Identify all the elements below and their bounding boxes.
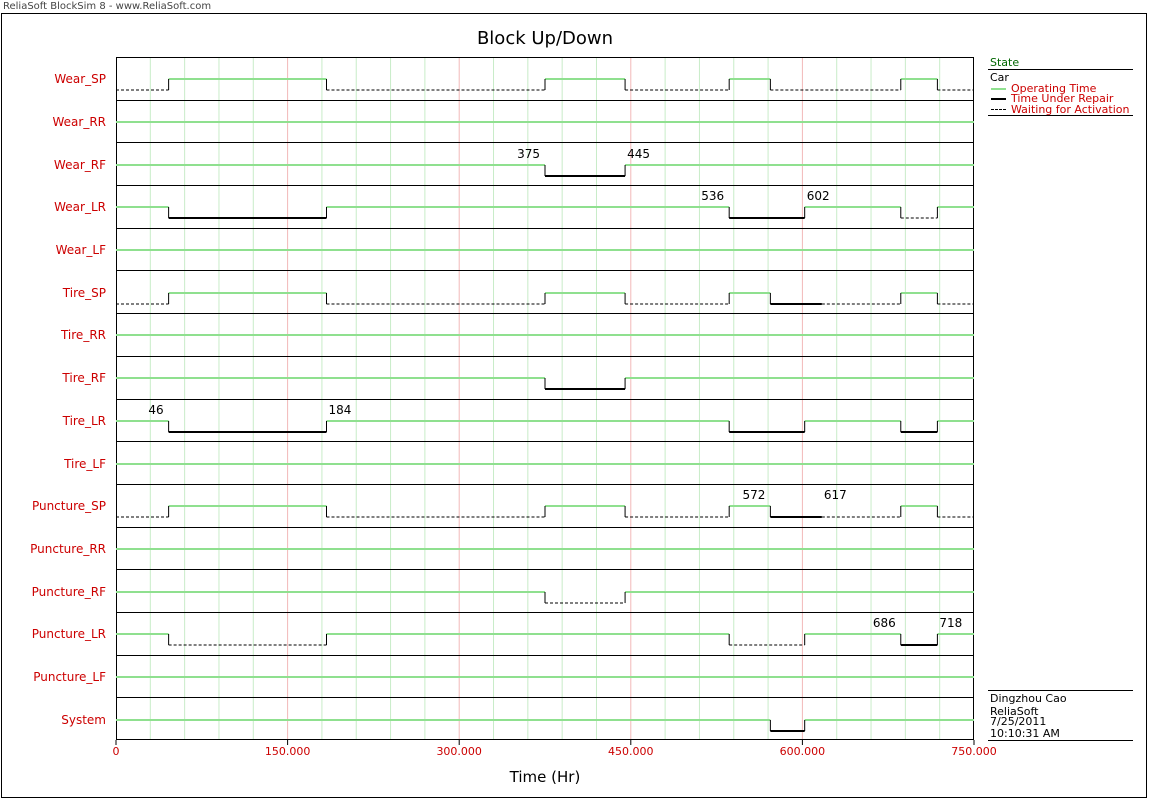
x-axis-ticks: 0 150.000 300.000 450.000 600.000 750.000	[113, 740, 997, 758]
row-wear-sp: Wear_SP	[54, 72, 974, 91]
info-rule-bottom	[988, 740, 1133, 741]
time-annotation: 536	[701, 189, 724, 203]
plot-border	[116, 57, 974, 740]
row-system: System	[61, 713, 974, 732]
row-label: Puncture_LF	[33, 670, 106, 684]
time-annotation: 572	[742, 488, 765, 502]
row-puncture-lr: Puncture_LR 686 718	[32, 616, 974, 646]
time-annotation: 686	[873, 616, 896, 630]
info-user: Dingzhou Cao	[990, 692, 1067, 705]
row-tire-rf: Tire_RF	[61, 371, 974, 390]
row-label: Puncture_LR	[32, 627, 106, 641]
x-tick-label: 450.000	[608, 745, 654, 758]
row-wear-rf: Wear_RF 375 445	[54, 147, 974, 177]
row-tire-lf: Tire_LF	[63, 457, 974, 471]
legend-rule-bottom	[988, 115, 1133, 116]
row-puncture-sp: Puncture_SP 572 617	[32, 488, 974, 518]
time-annotation: 617	[824, 488, 847, 502]
window-title: ReliaSoft BlockSim 8 - www.ReliaSoft.com	[3, 1, 212, 12]
time-annotation: 718	[939, 616, 962, 630]
row-label: Puncture_RF	[32, 585, 107, 599]
row-wear-lf: Wear_LF	[56, 243, 974, 257]
info-company: ReliaSoft	[990, 705, 1039, 718]
x-tick-label: 600.000	[780, 745, 826, 758]
row-puncture-lf: Puncture_LF	[33, 670, 974, 684]
legend-header: State	[990, 56, 1020, 69]
legend-swatch-operating	[991, 88, 1006, 90]
row-label: Puncture_SP	[32, 499, 106, 513]
time-annotation: 375	[517, 147, 540, 161]
row-label: Tire_RR	[60, 328, 106, 342]
legend-group-label: Car	[990, 71, 1009, 84]
row-wear-rr: Wear_RR	[52, 115, 974, 129]
x-tick-label: 750.000	[951, 745, 997, 758]
row-separators	[116, 100, 974, 698]
row-puncture-rr: Puncture_RR	[30, 542, 974, 556]
info-time: 10:10:31 AM	[990, 727, 1060, 740]
x-tick-label: 0	[113, 745, 120, 758]
legend-swatch-waiting	[991, 109, 1006, 110]
x-tick-label: 300.000	[436, 745, 482, 758]
row-label: Tire_LF	[63, 457, 106, 471]
chart-frame	[1, 13, 1147, 798]
major-grid	[287, 57, 803, 740]
legend-item-repair: Time Under Repair	[1011, 92, 1114, 105]
chart-title: Block Up/Down	[476, 28, 614, 49]
row-label: Wear_LF	[56, 243, 107, 257]
row-label: System	[61, 713, 106, 727]
x-tick-label: 150.000	[265, 745, 311, 758]
row-label: Tire_RF	[61, 371, 106, 385]
info-rule-top	[988, 690, 1133, 691]
row-label: Wear_RR	[52, 115, 106, 129]
legend-rule-top	[988, 69, 1133, 70]
legend-swatch-repair	[991, 98, 1006, 100]
time-annotation: 445	[627, 147, 650, 161]
row-tire-rr: Tire_RR	[60, 328, 974, 342]
row-label: Puncture_RR	[30, 542, 106, 556]
row-wear-lr: Wear_LR 536 602	[54, 189, 974, 219]
time-annotation: 184	[328, 403, 351, 417]
row-tire-lr: Tire_LR 46 184	[62, 403, 974, 433]
minor-grid	[149, 57, 941, 740]
legend-item-waiting: Waiting for Activation	[1011, 103, 1130, 116]
legend-item-operating: Operating Time	[1011, 82, 1097, 95]
info-date: 7/25/2011	[990, 715, 1047, 728]
row-tire-sp: Tire_SP	[62, 286, 974, 305]
time-annotation: 602	[807, 189, 830, 203]
row-label: Wear_SP	[54, 72, 106, 86]
row-puncture-rf: Puncture_RF	[32, 585, 974, 604]
time-annotation: 46	[148, 403, 163, 417]
row-label: Tire_SP	[62, 286, 106, 300]
x-axis-label: Time (Hr)	[509, 768, 581, 786]
row-label: Wear_LR	[54, 200, 106, 214]
row-label: Tire_LR	[62, 414, 106, 428]
row-label: Wear_RF	[54, 158, 106, 172]
